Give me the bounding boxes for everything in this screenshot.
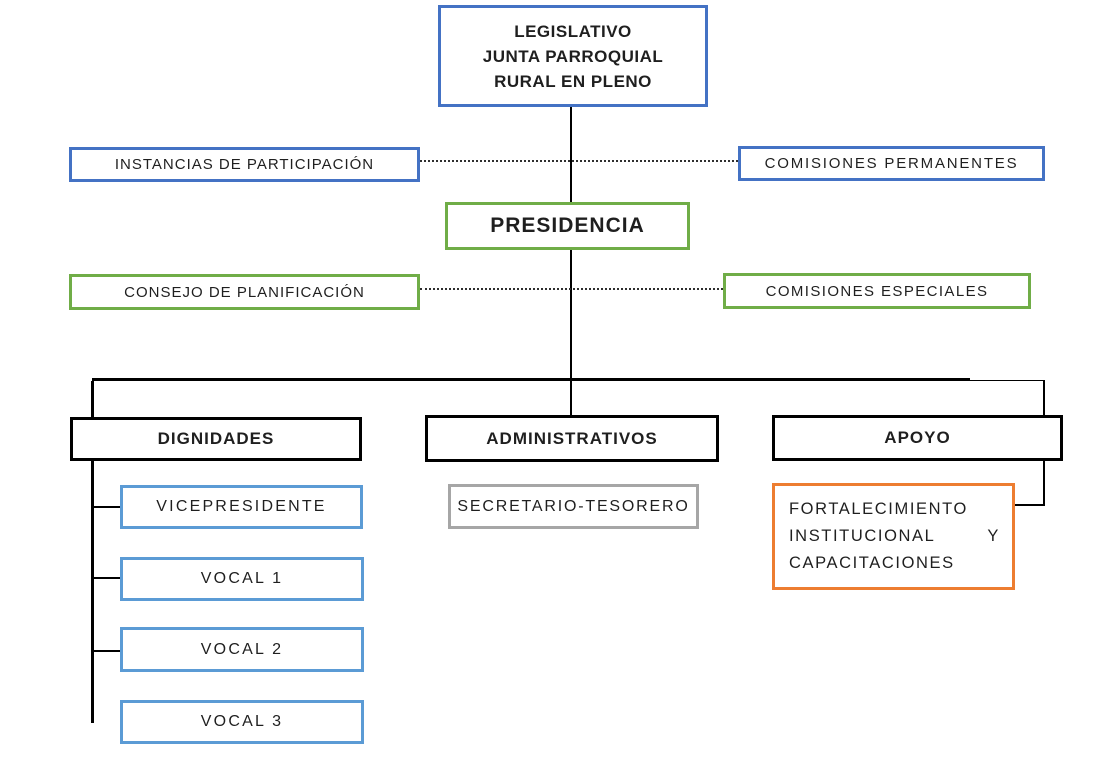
node-label: COMISIONES ESPECIALES: [765, 282, 989, 300]
node-label-line: FORTALECIMIENTO: [789, 500, 968, 518]
node-label: SECRETARIO-TESORERO: [457, 497, 690, 515]
node-label: INSTANCIAS DE PARTICIPACIÓN: [114, 156, 375, 173]
node-label: DIGNIDADES: [157, 429, 275, 448]
connector-branch-administrativos: [570, 381, 572, 415]
node-apoyo: APOYO: [772, 415, 1063, 461]
node-label: VICEPRESIDENTE: [156, 498, 327, 515]
node-legislativo-junta-parroquial: LEGISLATIVO JUNTA PARROQUIAL RURAL EN PL…: [438, 5, 708, 107]
connector-apoyo-fortalecimiento-stub: [1015, 504, 1045, 506]
node-instancias-de-participacion: INSTANCIAS DE PARTICIPACIÓN: [69, 147, 420, 182]
node-label: COMISIONES PERMANENTES: [764, 155, 1019, 172]
node-comisiones-permanentes: COMISIONES PERMANENTES: [738, 146, 1045, 181]
node-vocal-3: VOCAL 3: [120, 700, 364, 744]
node-label: VOCAL 1: [200, 570, 284, 587]
node-label: APOYO: [884, 428, 951, 447]
connector-apoyo-fortalecimiento-vertical: [1043, 461, 1045, 506]
connector-dotted-consejo-comisiones-especiales: [420, 288, 723, 290]
node-consejo-de-planificacion: CONSEJO DE PLANIFICACIÓN: [69, 274, 420, 310]
node-vicepresidente: VICEPRESIDENTE: [120, 485, 363, 529]
node-label: VOCAL 2: [200, 640, 284, 658]
connector-branch-horizontal-extension: [968, 380, 1045, 381]
node-label: ADMINISTRATIVOS: [486, 428, 658, 448]
node-label-line: LEGISLATIVO: [514, 21, 632, 41]
node-label-line: RURAL EN PLENO: [494, 71, 652, 91]
connector-dignidades-spine: [91, 381, 94, 723]
node-label-line: INSTITUCIONAL Y: [789, 527, 1000, 545]
node-label: PRESIDENCIA: [490, 214, 645, 237]
node-fortalecimiento-institucional: FORTALECIMIENTO INSTITUCIONAL Y CAPACITA…: [772, 483, 1015, 590]
node-label: CONSEJO DE PLANIFICACIÓN: [124, 283, 365, 301]
connector-stub-vocal-2: [94, 650, 120, 652]
node-comisiones-especiales: COMISIONES ESPECIALES: [723, 273, 1031, 309]
node-vocal-2: VOCAL 2: [120, 627, 364, 672]
node-vocal-1: VOCAL 1: [120, 557, 364, 601]
node-label-line: JUNTA PARROQUIAL: [482, 46, 664, 66]
node-label-line: CAPACITACIONES: [789, 554, 955, 572]
connector-stub-vicepresidente: [94, 506, 120, 508]
node-secretario-tesorero: SECRETARIO-TESORERO: [448, 484, 699, 529]
node-dignidades: DIGNIDADES: [70, 417, 362, 461]
node-administrativos: ADMINISTRATIVOS: [425, 415, 719, 462]
connector-branch-apoyo: [1043, 380, 1045, 415]
connector-dotted-instancias-comisiones-permanentes: [420, 160, 738, 162]
connector-legislativo-presidencia: [570, 107, 572, 203]
connector-stub-vocal-1: [94, 577, 120, 579]
connector-presidencia-branch: [570, 250, 572, 381]
node-label: VOCAL 3: [200, 713, 284, 730]
node-presidencia: PRESIDENCIA: [445, 202, 690, 250]
connector-branch-horizontal: [92, 378, 970, 381]
